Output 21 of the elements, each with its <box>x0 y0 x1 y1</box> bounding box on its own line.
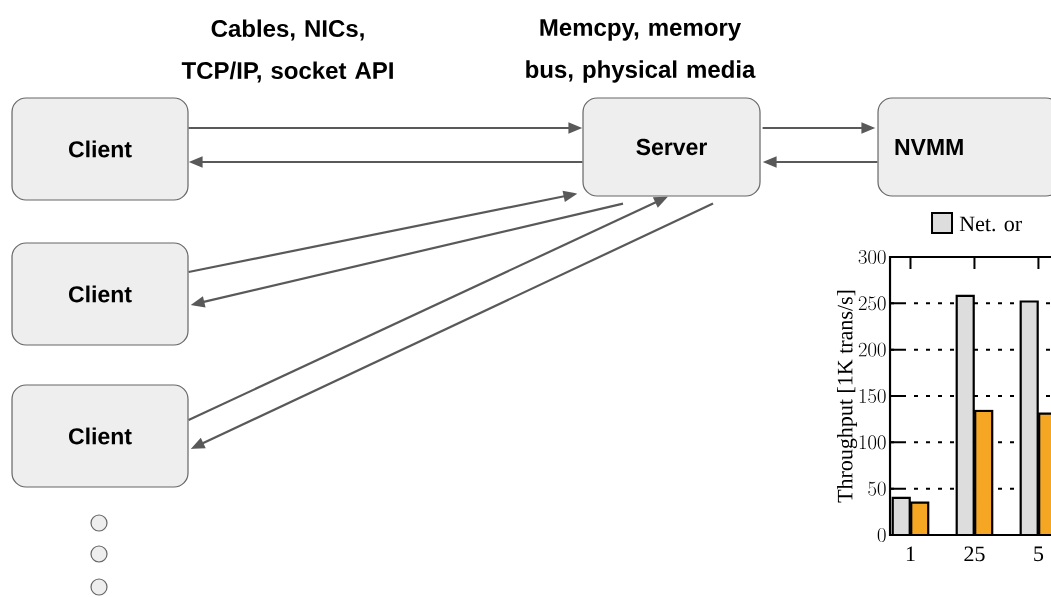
x-tick-label: 5 <box>1034 546 1044 562</box>
y-tick-label: 250 <box>858 296 886 311</box>
y-tick-label: 200 <box>858 342 886 357</box>
process-box: Client <box>11 97 189 201</box>
y-tick-label: 100 <box>859 435 886 450</box>
y-tick-label: 300 <box>858 249 886 265</box>
y-tick-label: 50 <box>868 481 886 496</box>
ellipsis-circle <box>90 545 108 563</box>
process-box: Client <box>11 384 189 488</box>
ellipsis-circle <box>90 514 108 532</box>
x-tick-label: 1 <box>906 546 915 562</box>
y-tick-label: 150 <box>859 388 886 404</box>
process-box: Client <box>11 242 189 346</box>
process-box: NVMM <box>877 97 1051 197</box>
y-axis-title: Throughput [1K trans/s] <box>837 290 858 503</box>
ellipsis-circle <box>90 578 108 596</box>
heading: Cables, NICs, TCP/IP, socket API <box>181 19 393 83</box>
x-tick-label: 25 <box>964 546 985 562</box>
legend-label: Net. or <box>959 216 1022 232</box>
process-box: Server <box>582 97 761 197</box>
y-tick-label: 0 <box>877 527 886 543</box>
